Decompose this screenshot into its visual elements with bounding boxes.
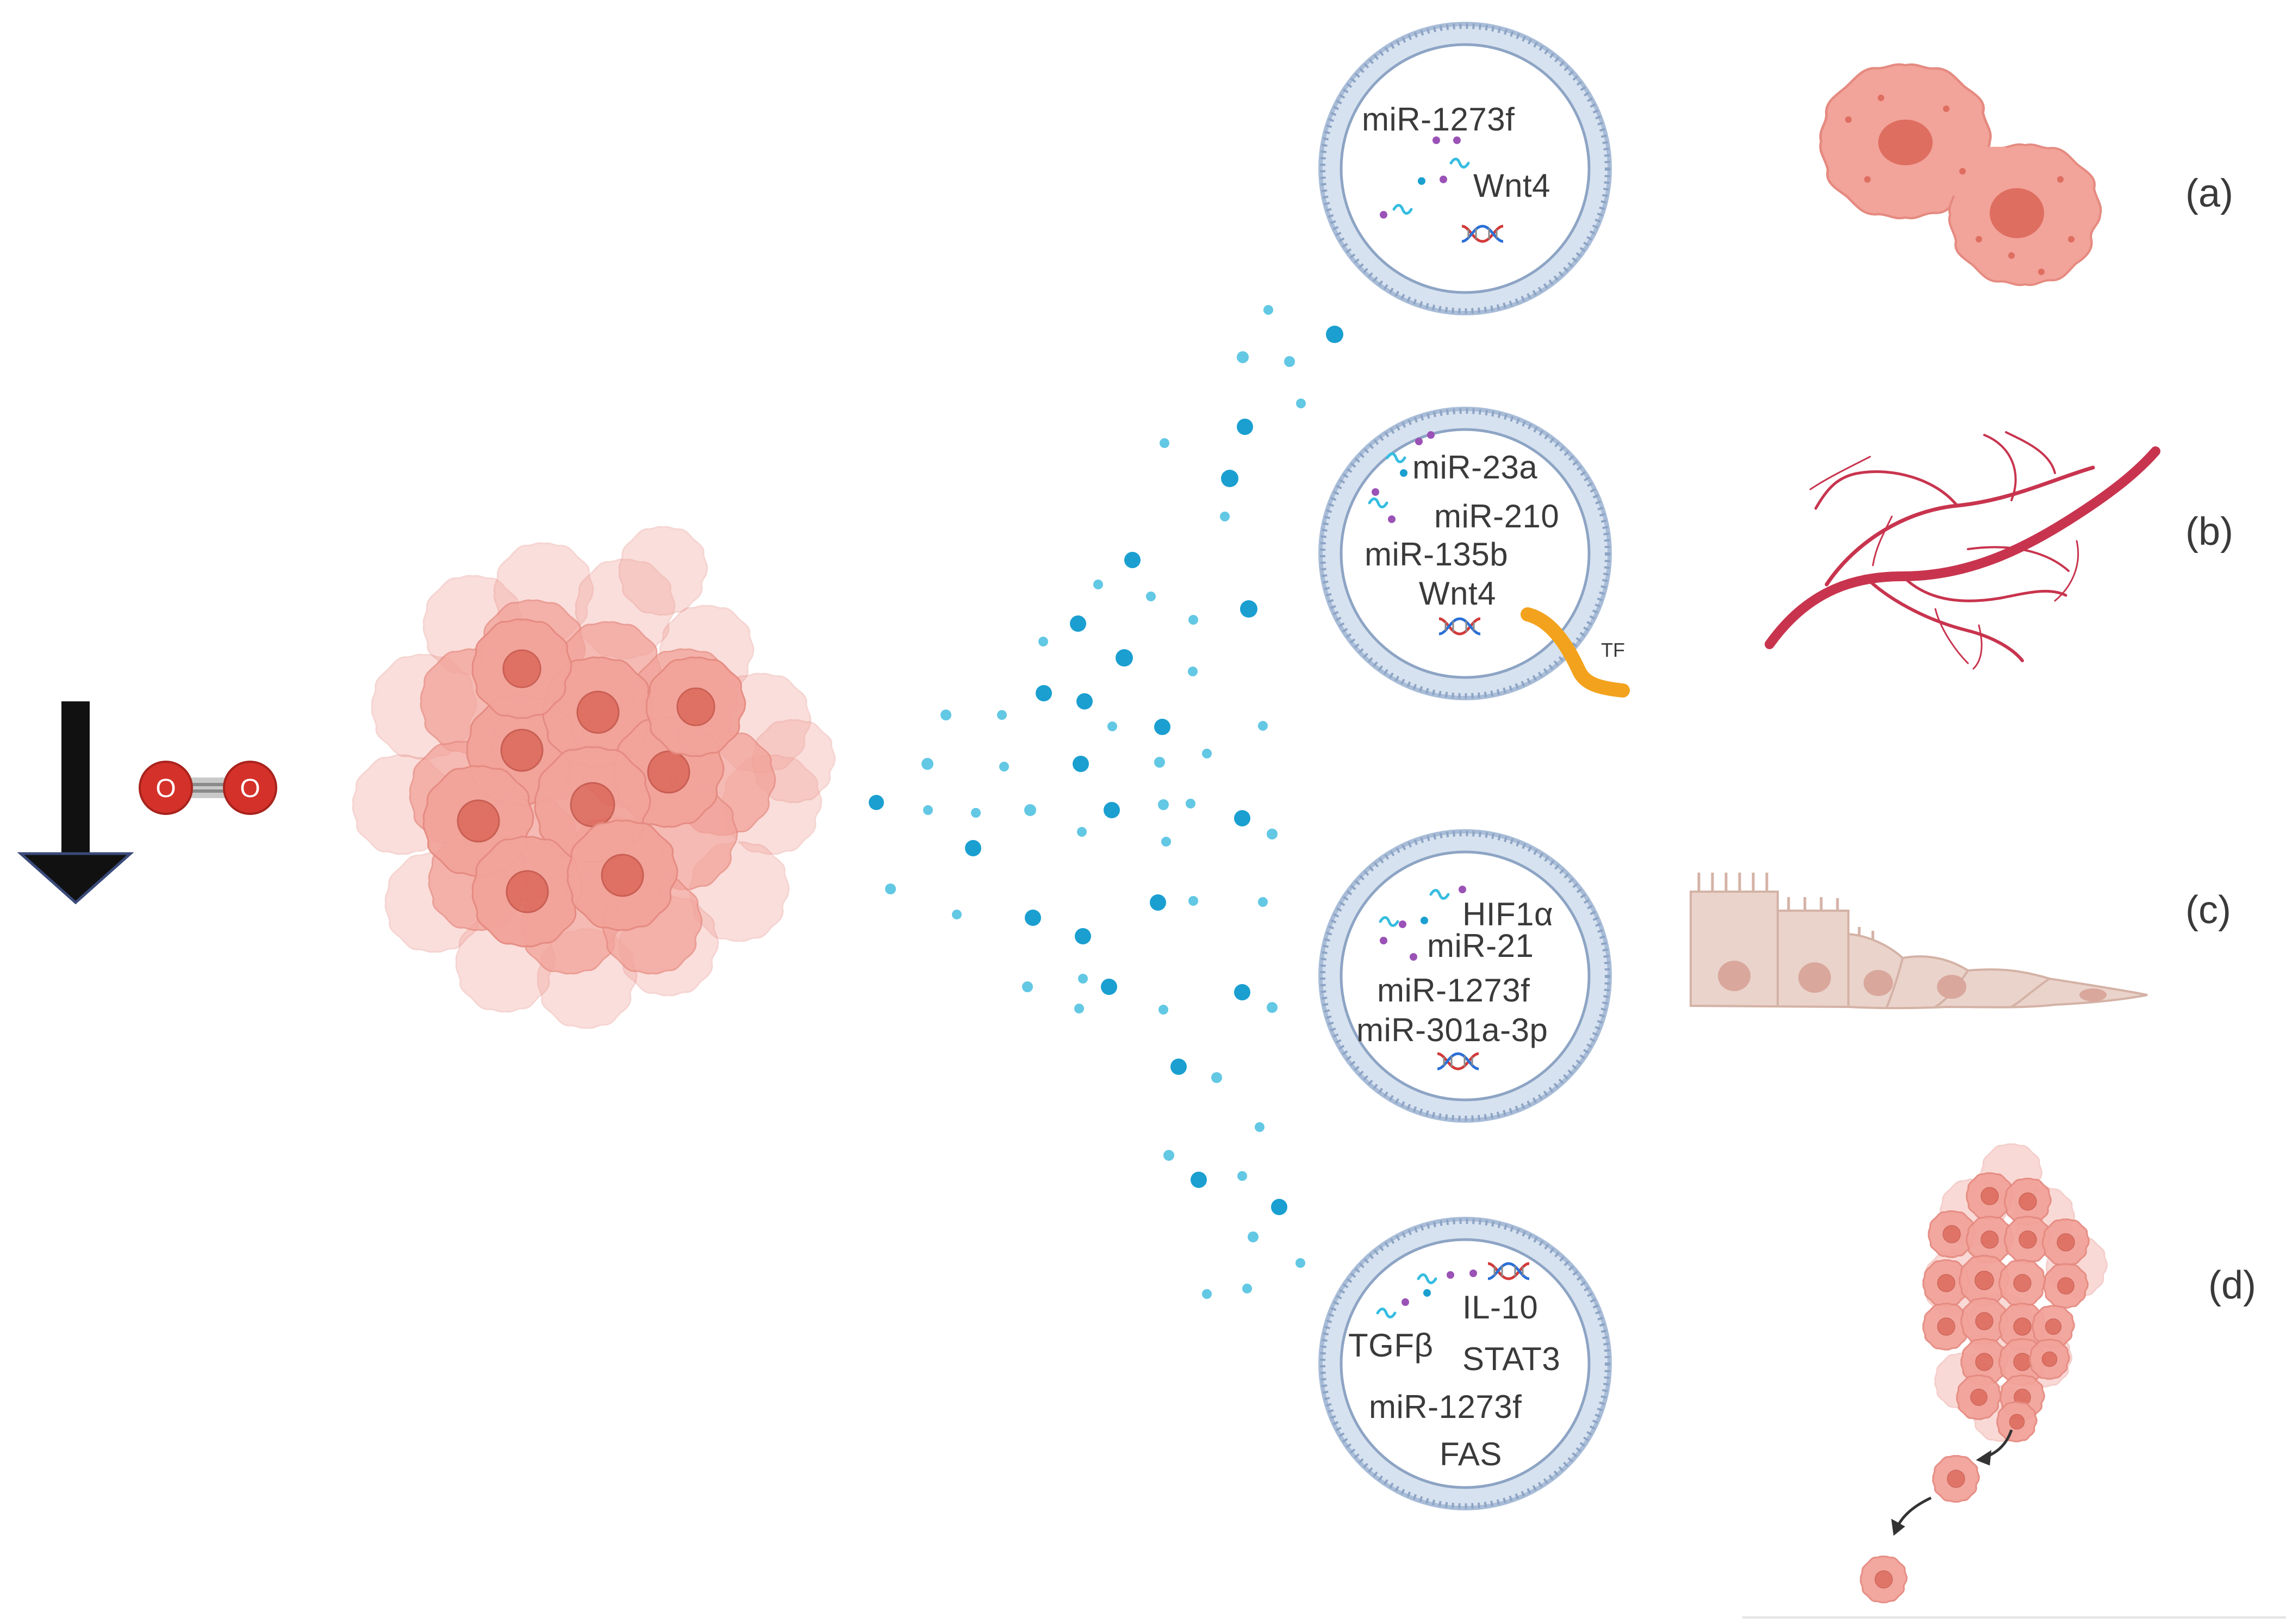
- vesicle-a-label-2: Wnt4: [1473, 167, 1550, 204]
- epithelial-mesenchymal-transition-icon: [1690, 873, 2148, 1010]
- vesicle-b-label-2: miR-210: [1434, 498, 1559, 534]
- panel-label-a: (a): [2185, 172, 2233, 215]
- proliferating-cell-icon: [1821, 64, 2101, 285]
- exosome-vesicle-b: miR-23a miR-210 miR-135b Wnt4 TF: [1318, 407, 1630, 700]
- metastasis-cluster-icon: [1860, 1143, 2108, 1603]
- tumor-cell-cluster-icon: [352, 526, 836, 1029]
- secreted-exosome-particles: [869, 305, 1343, 1299]
- vesicle-c-label-2: miR-21: [1427, 928, 1534, 964]
- vesicle-c-label-3: miR-1273f: [1377, 972, 1530, 1009]
- oxygen-atom-left: O: [155, 774, 176, 803]
- blood-vessel-icon: [1765, 431, 2160, 670]
- vesicle-c-label-4: miR-301a-3p: [1356, 1012, 1548, 1048]
- vesicle-d-label-4: miR-1273f: [1369, 1389, 1522, 1425]
- exosome-vesicle-a: miR-1273f Wnt4: [1318, 22, 1612, 315]
- vesicle-a-label-1: miR-1273f: [1362, 101, 1515, 138]
- panel-label-c: (c): [2185, 888, 2231, 932]
- metastasis-arrows-icon: [1891, 1429, 2013, 1536]
- vesicle-b-label-1: miR-23a: [1412, 449, 1537, 486]
- oxygen-molecule-icon: O O: [139, 761, 277, 815]
- vesicle-d-label-5: FAS: [1440, 1436, 1502, 1472]
- oxygen-atom-right: O: [240, 774, 260, 803]
- vesicle-c-label-1: HIF1α: [1462, 896, 1553, 932]
- panel-label-b: (b): [2185, 510, 2233, 553]
- vesicle-d-label-2: TGFβ: [1348, 1327, 1433, 1364]
- vesicle-b-label-3: miR-135b: [1365, 536, 1508, 573]
- transcription-factor-icon: [1521, 607, 1630, 698]
- vesicle-b-label-4: Wnt4: [1419, 575, 1496, 612]
- vesicle-d-label-3: STAT3: [1462, 1341, 1560, 1377]
- exosome-vesicle-c: HIF1α miR-21 miR-1273f miR-301a-3p: [1318, 829, 1612, 1123]
- panel-label-d: (d): [2208, 1264, 2256, 1307]
- vesicle-d-label-1: IL-10: [1462, 1289, 1538, 1326]
- decrease-arrow-icon: [17, 701, 134, 905]
- exosome-vesicle-d: IL-10 TGFβ STAT3 miR-1273f FAS: [1318, 1217, 1612, 1510]
- transcription-factor-label: TF: [1601, 639, 1625, 661]
